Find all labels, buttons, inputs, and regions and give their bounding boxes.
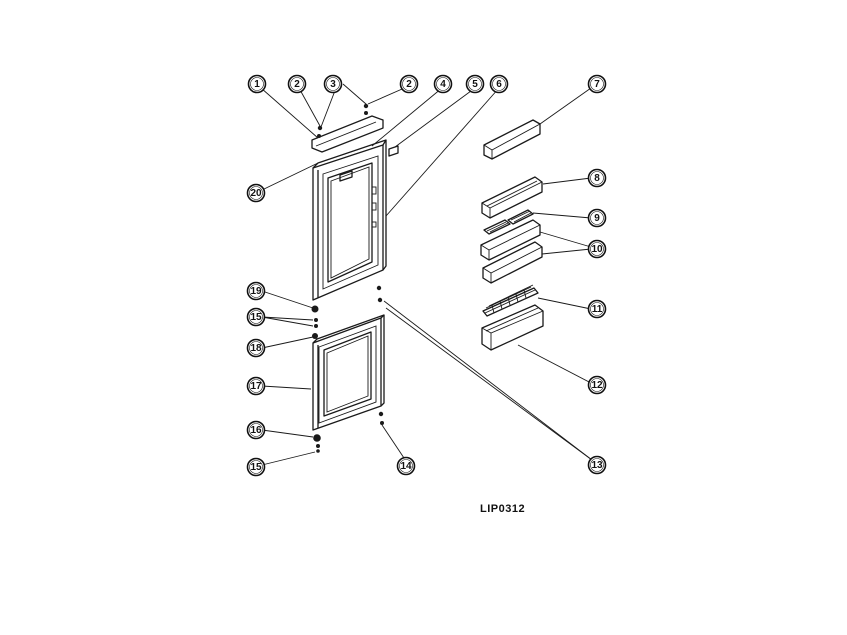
callout-circle	[246, 376, 266, 396]
callout-circle	[587, 375, 607, 395]
lower-door	[312, 314, 385, 431]
callout-circle	[246, 338, 266, 358]
callout-label: 15	[250, 462, 262, 473]
callout-17: 17	[246, 376, 266, 396]
callout-circle	[246, 420, 266, 440]
callout-circle	[587, 455, 607, 475]
callout-5: 5	[465, 74, 485, 94]
callout-label: 15	[250, 312, 262, 323]
callout-circle	[489, 74, 509, 94]
top-screws	[317, 103, 369, 138]
callout-circle	[587, 239, 607, 259]
callout-label: 6	[496, 79, 502, 90]
callout-circle	[246, 307, 266, 327]
callout-label: 2	[406, 79, 412, 90]
callout-15: 15	[246, 457, 266, 477]
callout-16: 16	[246, 420, 266, 440]
callout-circle	[246, 281, 266, 301]
callout-20: 20	[246, 183, 266, 203]
callout-15: 15	[246, 307, 266, 327]
callout-label: 2	[294, 79, 300, 90]
callout-1: 1	[247, 74, 267, 94]
callout-label: 4	[440, 79, 446, 90]
callout-circle	[465, 74, 485, 94]
callout-circle	[399, 74, 419, 94]
callout-11: 11	[587, 299, 607, 319]
callout-label: 10	[591, 244, 603, 255]
callout-circle	[247, 74, 267, 94]
callout-9: 9	[587, 208, 607, 228]
callout-4: 4	[433, 74, 453, 94]
callout-circle	[246, 457, 266, 477]
callout-circle	[587, 208, 607, 228]
callout-label: 12	[591, 380, 603, 391]
callout-circle	[396, 456, 416, 476]
callout-10: 10	[587, 239, 607, 259]
callout-19: 19	[246, 281, 266, 301]
callout-14: 14	[396, 456, 416, 476]
callout-label: 1	[254, 79, 260, 90]
callout-13: 13	[587, 455, 607, 475]
leader-lines	[260, 83, 593, 466]
middle-hinge-parts	[311, 285, 383, 339]
callout-circle	[433, 74, 453, 94]
callout-12: 12	[587, 375, 607, 395]
bottom-hinge-parts	[313, 411, 384, 453]
callout-label: 14	[400, 461, 412, 472]
callout-label: 11	[592, 304, 603, 315]
callout-7: 7	[587, 74, 607, 94]
callout-label: 9	[594, 213, 600, 224]
callout-circle	[587, 74, 607, 94]
callout-label: 13	[591, 460, 603, 471]
callout-circle	[246, 183, 266, 203]
door-shelves	[480, 119, 544, 351]
callout-label: 16	[250, 425, 262, 436]
callout-label: 8	[594, 173, 600, 184]
callout-2: 2	[399, 74, 419, 94]
upper-door	[311, 115, 399, 301]
callout-8: 8	[587, 168, 607, 188]
callout-6: 6	[489, 74, 509, 94]
callout-label: 3	[330, 79, 336, 90]
callout-18: 18	[246, 338, 266, 358]
callout-circle	[587, 299, 607, 319]
callout-label: 20	[250, 188, 262, 199]
callout-label: 5	[472, 79, 478, 90]
callout-circle	[323, 74, 343, 94]
callout-3: 3	[323, 74, 343, 94]
callout-circle	[587, 168, 607, 188]
callout-circle	[287, 74, 307, 94]
callout-label: 19	[250, 286, 262, 297]
callout-2: 2	[287, 74, 307, 94]
diagram-code: LIP0312	[480, 503, 526, 515]
callout-label: 18	[250, 343, 262, 354]
callout-label: 7	[594, 79, 600, 90]
callout-label: 17	[250, 381, 262, 392]
